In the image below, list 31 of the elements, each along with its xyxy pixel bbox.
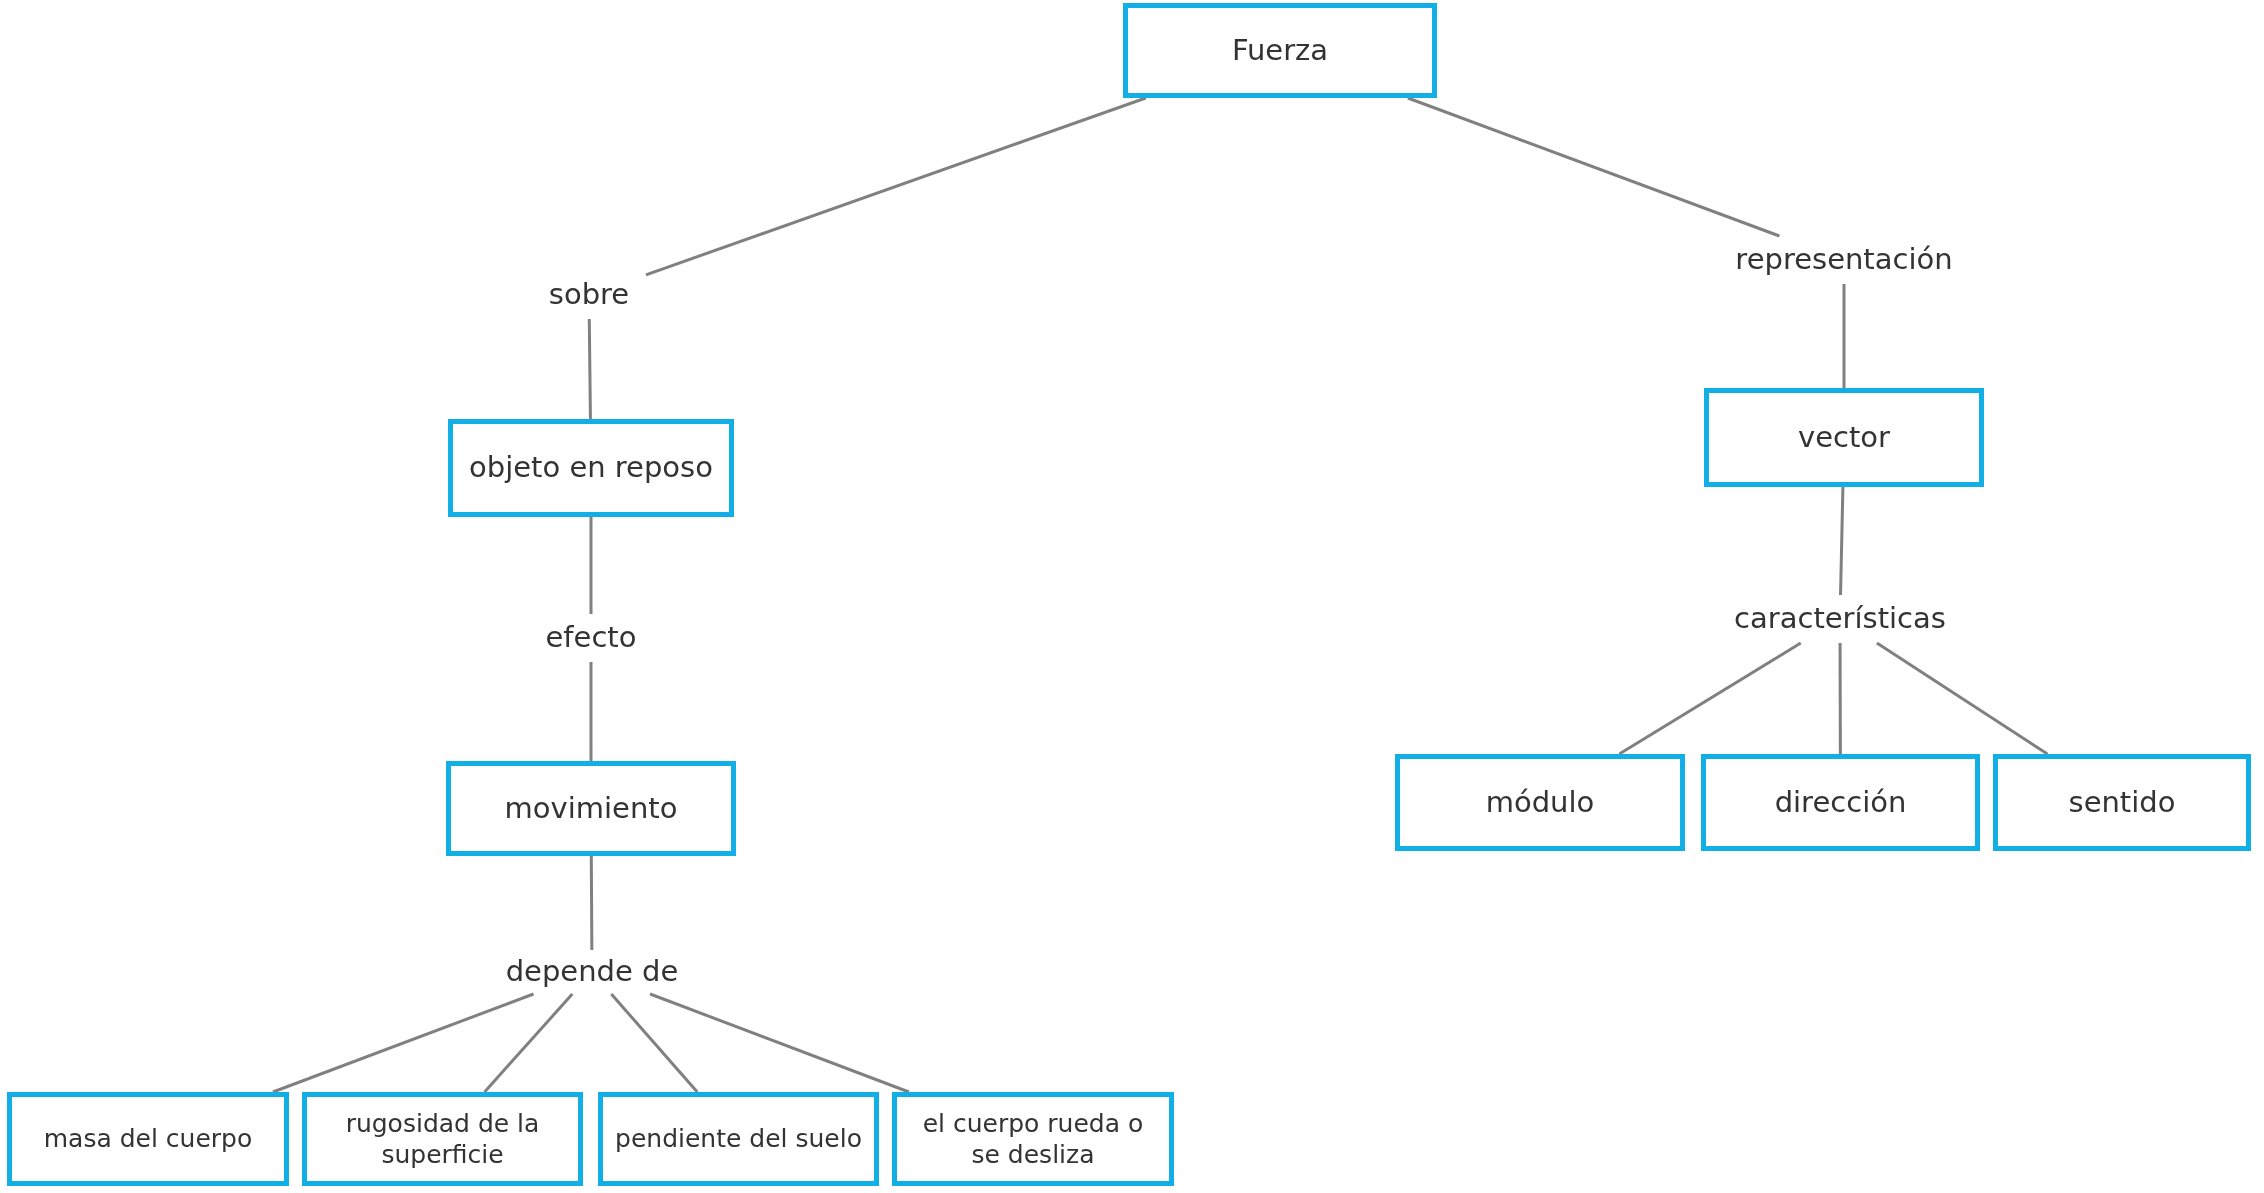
connector-line xyxy=(589,662,593,761)
linking-word: sobre xyxy=(534,273,644,317)
concept-box: módulo xyxy=(1395,754,1685,851)
concept-box: pendiente del suelo xyxy=(598,1092,879,1186)
concept-box: vector xyxy=(1704,388,1984,487)
connector-line xyxy=(1838,643,1842,754)
concept-box: rugosidad de la superficie xyxy=(302,1092,583,1186)
connector-line xyxy=(589,856,594,950)
connector-line xyxy=(649,992,910,1094)
connector-line xyxy=(610,993,699,1093)
connector-line xyxy=(589,517,593,614)
connector-line xyxy=(272,992,535,1094)
concept-box: sentido xyxy=(1993,754,2251,851)
linking-word: depende de xyxy=(507,952,677,992)
connector-line xyxy=(1876,641,2049,756)
connector-line xyxy=(1839,486,1845,596)
connector-line xyxy=(587,319,592,419)
connector-line xyxy=(1842,284,1846,388)
concept-box: movimiento xyxy=(446,761,736,856)
connector-line xyxy=(483,993,574,1093)
connector-line xyxy=(1407,96,1780,238)
concept-box: masa del cuerpo xyxy=(7,1092,289,1186)
concept-box: objeto en reposo xyxy=(448,419,734,517)
concept-box: dirección xyxy=(1701,754,1980,851)
concept-box: Fuerza xyxy=(1123,3,1437,98)
connector-line xyxy=(1618,641,1802,756)
linking-word: características xyxy=(1720,597,1960,641)
linking-word: efecto xyxy=(536,616,646,660)
linking-word: representación xyxy=(1719,238,1969,282)
connector-line xyxy=(645,96,1147,277)
concept-box: el cuerpo rueda o se desliza xyxy=(892,1092,1174,1186)
